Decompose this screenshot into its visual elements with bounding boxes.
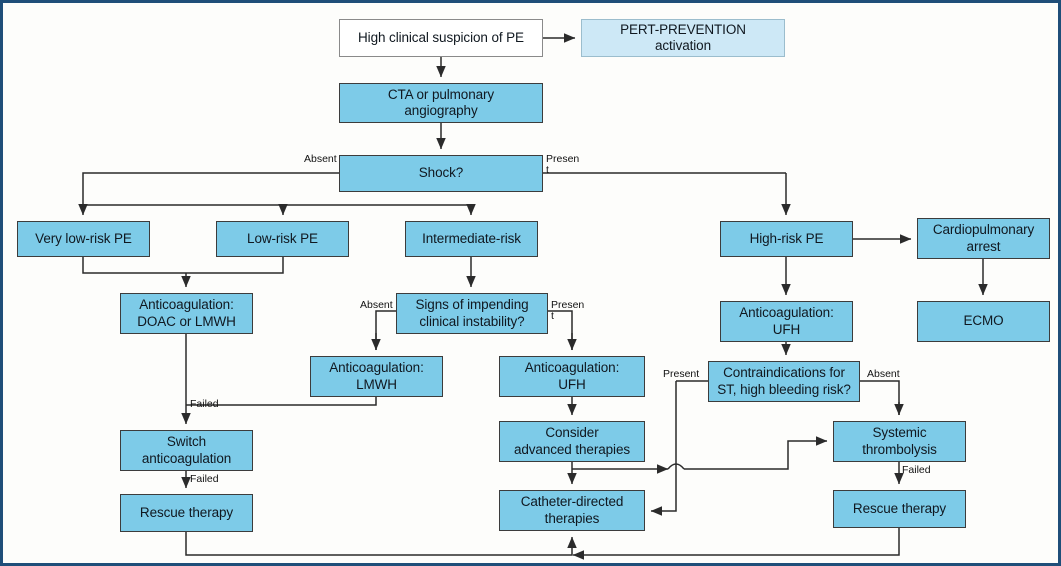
node-label: Anticoagulation:DOAC or LMWH bbox=[137, 297, 236, 329]
node-anticoagulation-ufh-intermediate[interactable]: Anticoagulation:UFH bbox=[499, 356, 645, 397]
node-high-clinical-suspicion[interactable]: High clinical suspicion of PE bbox=[339, 19, 543, 57]
node-intermediate-risk[interactable]: Intermediate-risk bbox=[405, 221, 538, 257]
edge-label-switch-failed: Failed bbox=[190, 473, 219, 485]
node-rescue-therapy-left[interactable]: Rescue therapy bbox=[120, 494, 253, 532]
node-label: Low-risk PE bbox=[247, 230, 318, 246]
node-label: ECMO bbox=[963, 313, 1004, 329]
node-label: Shock? bbox=[418, 165, 464, 181]
node-label: Rescue therapy bbox=[852, 500, 947, 516]
edge-label-signs-absent: Absent bbox=[360, 299, 393, 311]
node-ecmo[interactable]: ECMO bbox=[917, 301, 1050, 342]
route-risk-merge bbox=[82, 257, 284, 274]
node-high-risk-pe[interactable]: High-risk PE bbox=[720, 221, 853, 257]
node-rescue-therapy-right[interactable]: Rescue therapy bbox=[833, 490, 966, 528]
route-line-hop bbox=[667, 463, 685, 470]
node-label: Very low-risk PE bbox=[35, 230, 132, 246]
node-label: Anticoagulation:UFH bbox=[524, 360, 620, 392]
edge-label-doac-failed: Failed bbox=[190, 398, 219, 410]
route-signs-absent bbox=[375, 310, 396, 350]
edge-label-contraind-present: Present bbox=[663, 368, 700, 380]
node-label: Anticoagulation:UFH bbox=[739, 305, 834, 337]
node-anticoagulation-doac-or-lmwh[interactable]: Anticoagulation:DOAC or LMWH bbox=[120, 293, 253, 334]
node-anticoagulation-lmwh[interactable]: Anticoagulation:LMWH bbox=[310, 356, 443, 397]
node-low-risk-pe[interactable]: Low-risk PE bbox=[216, 221, 349, 257]
edge-label-contraind-absent: Absent bbox=[867, 368, 900, 380]
edge-rescueleft-catheter bbox=[185, 532, 577, 556]
node-label: Anticoagulation:LMWH bbox=[329, 360, 424, 392]
edge-label-shock-absent: Absent bbox=[304, 153, 337, 165]
route-contraind-absent bbox=[860, 380, 900, 415]
node-shock-decision[interactable]: Shock? bbox=[339, 155, 543, 192]
node-label: Intermediate-risk bbox=[422, 230, 521, 246]
edge-label-systemic-failed: Failed bbox=[902, 464, 931, 476]
node-anticoagulation-ufh-high-risk[interactable]: Anticoagulation:UFH bbox=[720, 301, 853, 342]
node-label: Rescue therapy bbox=[139, 504, 234, 520]
edge-contraind-catheter bbox=[650, 381, 677, 516]
edge-rescueright-catheter bbox=[572, 528, 900, 560]
node-label: High clinical suspicion of PE bbox=[358, 29, 524, 45]
node-label: High-risk PE bbox=[749, 230, 824, 246]
node-very-low-risk-pe[interactable]: Very low-risk PE bbox=[17, 221, 150, 257]
edge-consider-systemic-b bbox=[684, 436, 828, 470]
